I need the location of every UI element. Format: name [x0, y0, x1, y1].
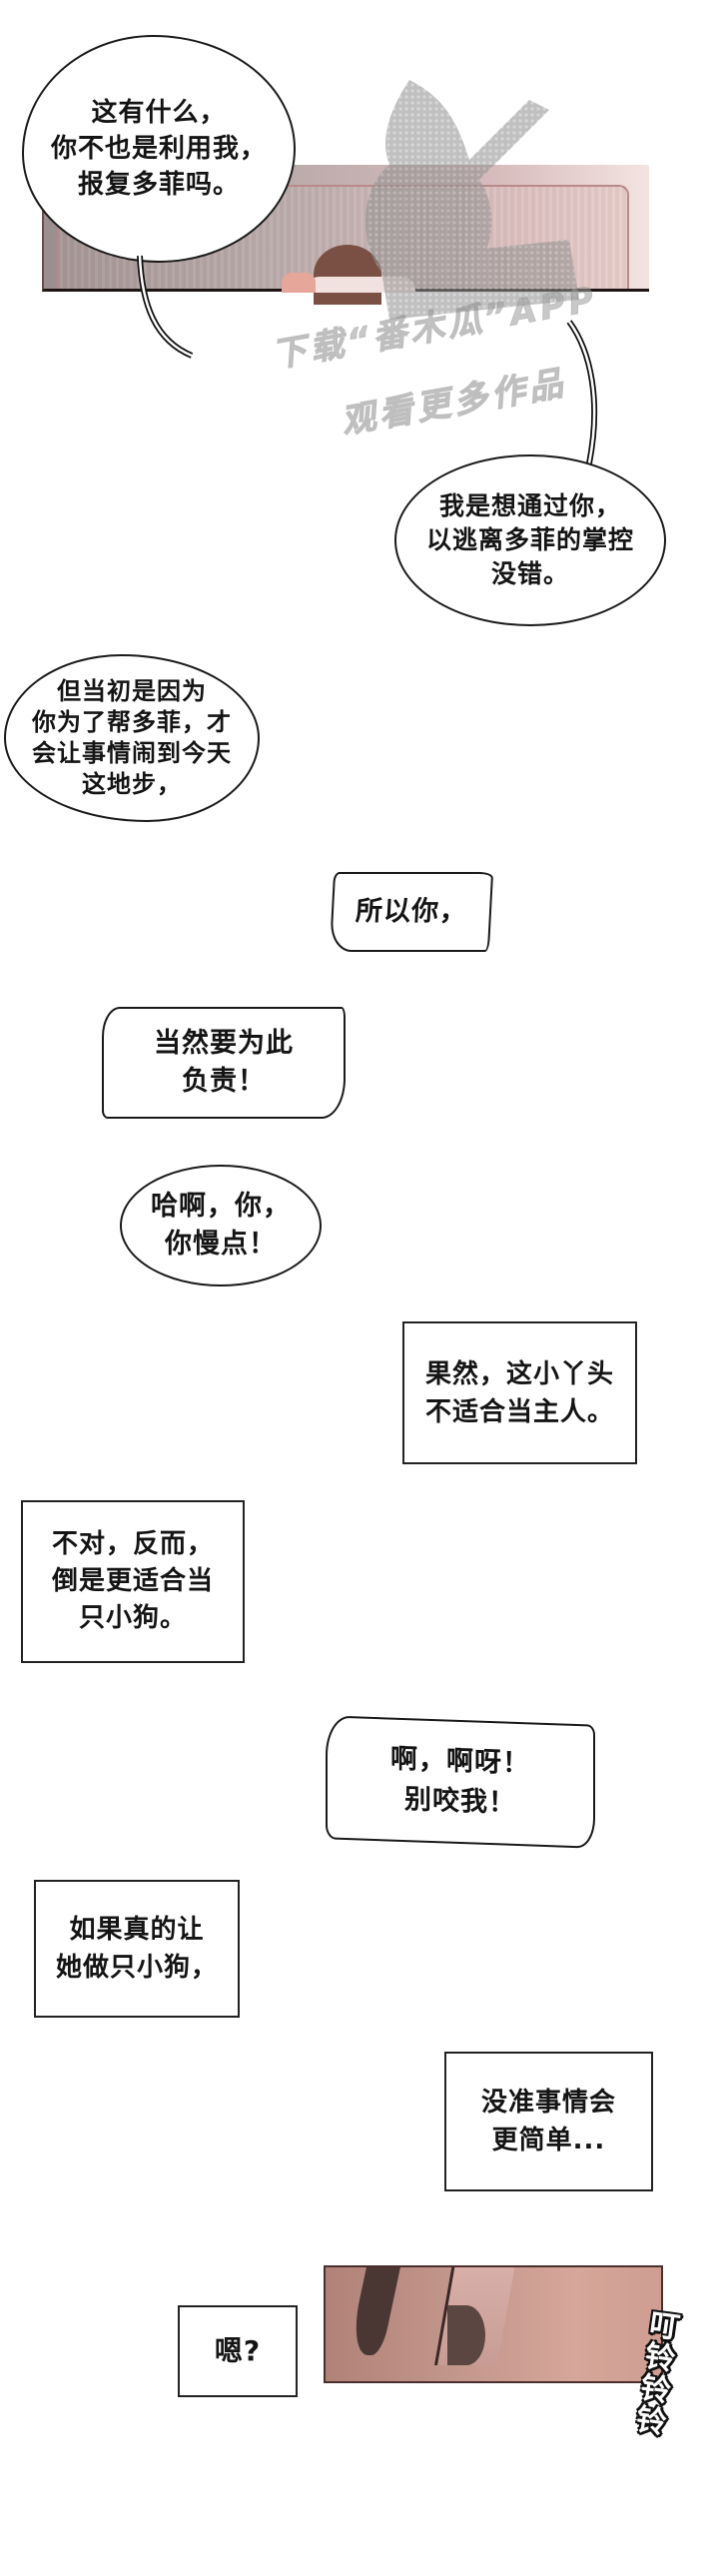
bubble-tail — [566, 320, 598, 464]
dialogue-text: 如果真的让 她做只小狗， — [55, 1915, 218, 1983]
dialogue-text: 这有什么， 你不也是利用我， 报复多菲吗。 — [50, 98, 267, 200]
watermark-line-2: 观看更多作品 — [338, 363, 570, 442]
comic-panel-eye-closeup — [324, 2265, 663, 2383]
character-hand — [282, 273, 316, 293]
dialogue-text: 当然要为此 负责！ — [154, 1028, 294, 1097]
caption-box-7: 果然，这小丫头 不适合当主人。 — [402, 1321, 637, 1464]
dialogue-text: 果然，这小丫头 不适合当主人。 — [424, 1358, 614, 1427]
speech-bubble-9: 啊，啊呀！ 别咬我！ — [326, 1715, 595, 1849]
dialogue-text: 嗯? — [214, 2334, 262, 2367]
speech-bubble-6: 哈啊，你， 你慢点！ — [120, 1165, 322, 1287]
dialogue-text: 但当初是因为 你为了帮多菲，才 会让事情闹到今天 这地步， — [32, 677, 232, 798]
dialogue-text: 啊，啊呀！ 别咬我！ — [390, 1743, 530, 1819]
caption-box-12: 嗯? — [178, 2305, 298, 2397]
character-hair — [314, 245, 381, 305]
caption-box-11: 没准事情会 更简单... — [444, 2052, 653, 2191]
speech-bubble-2: 我是想通过你， 以逃离多菲的掌控 没错。 — [394, 454, 666, 626]
bubble-tail — [137, 255, 194, 359]
eyelash — [348, 2267, 401, 2355]
character-shoulder — [306, 277, 415, 293]
eye-iris — [447, 2305, 485, 2365]
dialogue-text: 哈啊，你， 你慢点！ — [151, 1191, 291, 1260]
dialogue-text: 我是想通过你， 以逃离多菲的掌控 没错。 — [425, 491, 634, 588]
dialogue-text: 不对，反而， 倒是更适合当 只小狗。 — [51, 1529, 214, 1633]
caption-box-10: 如果真的让 她做只小狗， — [34, 1880, 240, 2018]
caption-box-8: 不对，反而， 倒是更适合当 只小狗。 — [21, 1500, 245, 1663]
speech-bubble-5: 当然要为此 负责！ — [102, 1007, 346, 1119]
speech-bubble-4: 所以你， — [329, 872, 494, 952]
speech-bubble-1: 这有什么， 你不也是利用我， 报复多菲吗。 — [22, 35, 296, 263]
dialogue-text: 所以你， — [355, 896, 468, 927]
speech-bubble-3: 但当初是因为 你为了帮多菲，才 会让事情闹到今天 这地步， — [4, 654, 260, 822]
dialogue-text: 没准事情会 更简单... — [480, 2088, 616, 2155]
